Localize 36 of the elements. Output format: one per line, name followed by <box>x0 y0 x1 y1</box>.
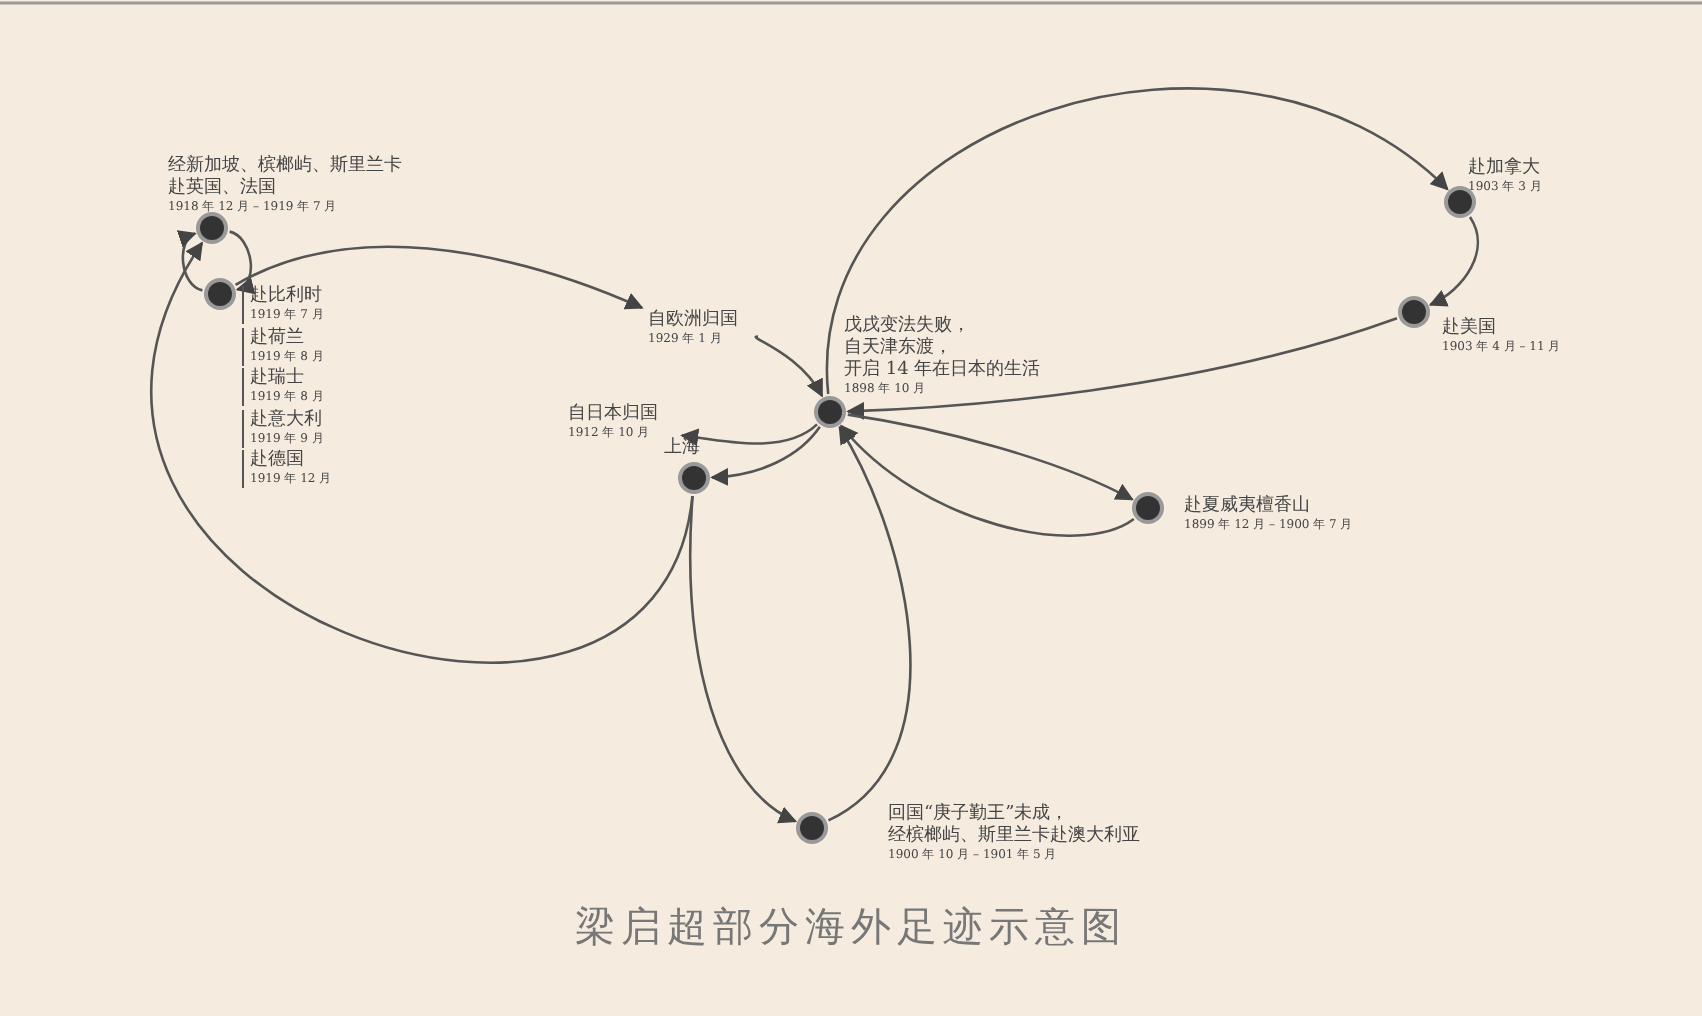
arrow <box>826 87 1449 395</box>
location-dot <box>1402 300 1426 324</box>
place-label: 赴荷兰 <box>250 327 306 349</box>
place-label: 自欧洲归国 <box>648 310 740 332</box>
place-label: 赴夏威夷檀香山 <box>1184 496 1312 518</box>
location-dot <box>1136 496 1160 520</box>
arrow <box>755 335 824 398</box>
diagram-title: 梁启超部分海外足迹示意图 <box>573 900 1129 954</box>
arrow <box>847 413 1134 501</box>
place-label: 赴德国 <box>250 450 306 472</box>
place-label: 回国“庚子勤王”未成，经槟榔屿、斯里兰卡赴澳大利亚 <box>888 804 1140 848</box>
location-dot <box>800 816 824 840</box>
arrow <box>150 241 694 664</box>
arrow <box>1428 216 1480 306</box>
location-dot <box>682 466 706 490</box>
arrow <box>846 316 1398 420</box>
place-label: 经新加坡、槟榔屿、斯里兰卡赴英国、法国 <box>168 156 404 200</box>
location-dot <box>208 282 232 306</box>
arrow <box>840 424 1135 537</box>
arrow <box>235 245 644 310</box>
place-label: 赴瑞士 <box>250 368 306 390</box>
arrow <box>229 230 256 292</box>
location-dot <box>200 216 224 240</box>
place-label: 赴比利时 <box>250 286 324 308</box>
arrow <box>710 426 821 486</box>
place-label: 赴加拿大 <box>1468 158 1542 180</box>
arrow <box>689 495 797 823</box>
place-label: 赴意大利 <box>250 409 324 431</box>
location-dot <box>1448 190 1472 214</box>
arrow <box>176 232 203 292</box>
place-label: 戊戌变法失败，自天津东渡，开启 14 年在日本的生活 <box>844 316 1041 382</box>
location-dot <box>818 400 842 424</box>
arrow <box>680 423 818 447</box>
arrow <box>827 425 912 822</box>
place-label: 赴美国 <box>1442 318 1498 340</box>
place-label: 自日本归国 <box>568 404 660 426</box>
